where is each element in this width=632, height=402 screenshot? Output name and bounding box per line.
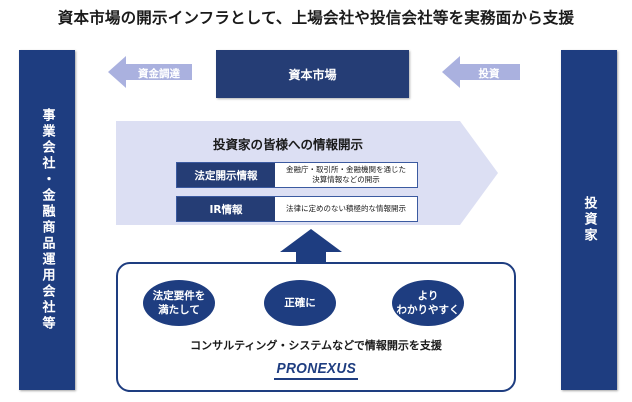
info-row-label: 法定開示情報 <box>177 163 275 187</box>
logo-text: PRONEXUS <box>276 360 356 377</box>
right-sidebar-label: 投資家 <box>581 196 597 244</box>
pronexus-logo: PRONEXUS <box>266 358 366 380</box>
circle-accurate: 正確に <box>264 280 336 326</box>
info-banner-title: 投資家の皆様への情報開示 <box>212 137 363 152</box>
info-row-desc: 法律に定めのない積極的な情報開示 <box>286 204 406 214</box>
logo-underline <box>274 378 358 380</box>
left-sidebar: 事業会社・金融商品運用会社等 <box>19 50 75 390</box>
circle-easier: より わかりやすく <box>392 280 464 326</box>
right-sidebar: 投資家 <box>561 50 617 390</box>
info-row-legal: 法定開示情報 金融庁・取引所・金融機関を通じた 決算情報などの開示 <box>176 162 418 188</box>
funding-arrow <box>108 56 192 88</box>
left-sidebar-label: 事業会社・金融商品運用会社等 <box>39 108 55 332</box>
info-row-ir: IR情報 法律に定めのない積極的な情報開示 <box>176 196 418 222</box>
investment-arrow <box>442 56 520 88</box>
consulting-text: コンサルティング・システムなどで情報開示を支援 <box>190 339 442 352</box>
up-arrow <box>280 229 342 264</box>
capital-market-label: 資本市場 <box>288 67 337 82</box>
funding-label: 資金調達 <box>138 68 180 80</box>
info-row-desc: 金融庁・取引所・金融機関を通じた 決算情報などの開示 <box>286 165 406 184</box>
page-title: 資本市場の開示インフラとして、上場会社や投信会社等を実務面から支援 <box>57 9 575 27</box>
info-row-label: IR情報 <box>177 197 275 221</box>
investment-label: 投資 <box>478 68 500 80</box>
circle-legal-requirements: 法定要件を 満たして <box>143 280 215 326</box>
capital-market-box: 資本市場 <box>216 50 409 98</box>
